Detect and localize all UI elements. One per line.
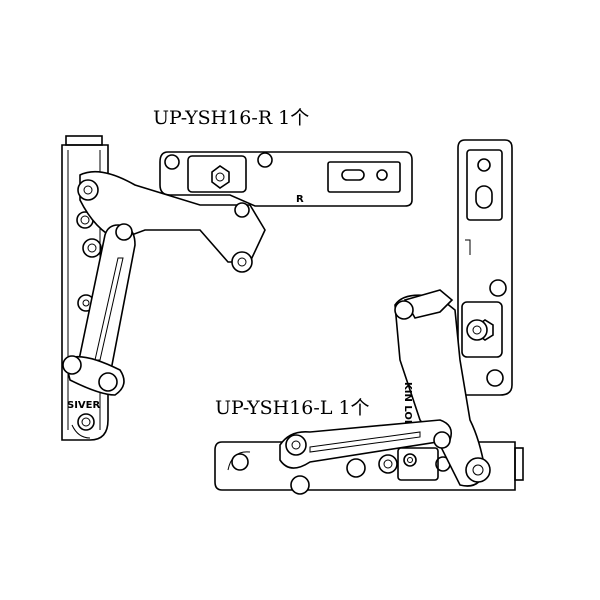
left-hinge: KIN LONG bbox=[214, 139, 524, 495]
right-sash-plate bbox=[159, 151, 413, 207]
side-mark-r: R bbox=[296, 194, 304, 205]
kinlong-stamp: KIN LONG bbox=[402, 382, 413, 436]
left-frame-plate bbox=[457, 139, 513, 396]
brand-stamp: SIVER bbox=[67, 400, 100, 411]
right-hinge-label: UP-YSH16-R 1个 bbox=[153, 107, 310, 129]
right-frame-plate bbox=[61, 144, 109, 441]
right-hinge: R SIVER bbox=[61, 135, 413, 441]
left-sash-plate bbox=[214, 441, 516, 491]
left-hinge-label: UP-YSH16-L 1个 bbox=[215, 397, 370, 419]
